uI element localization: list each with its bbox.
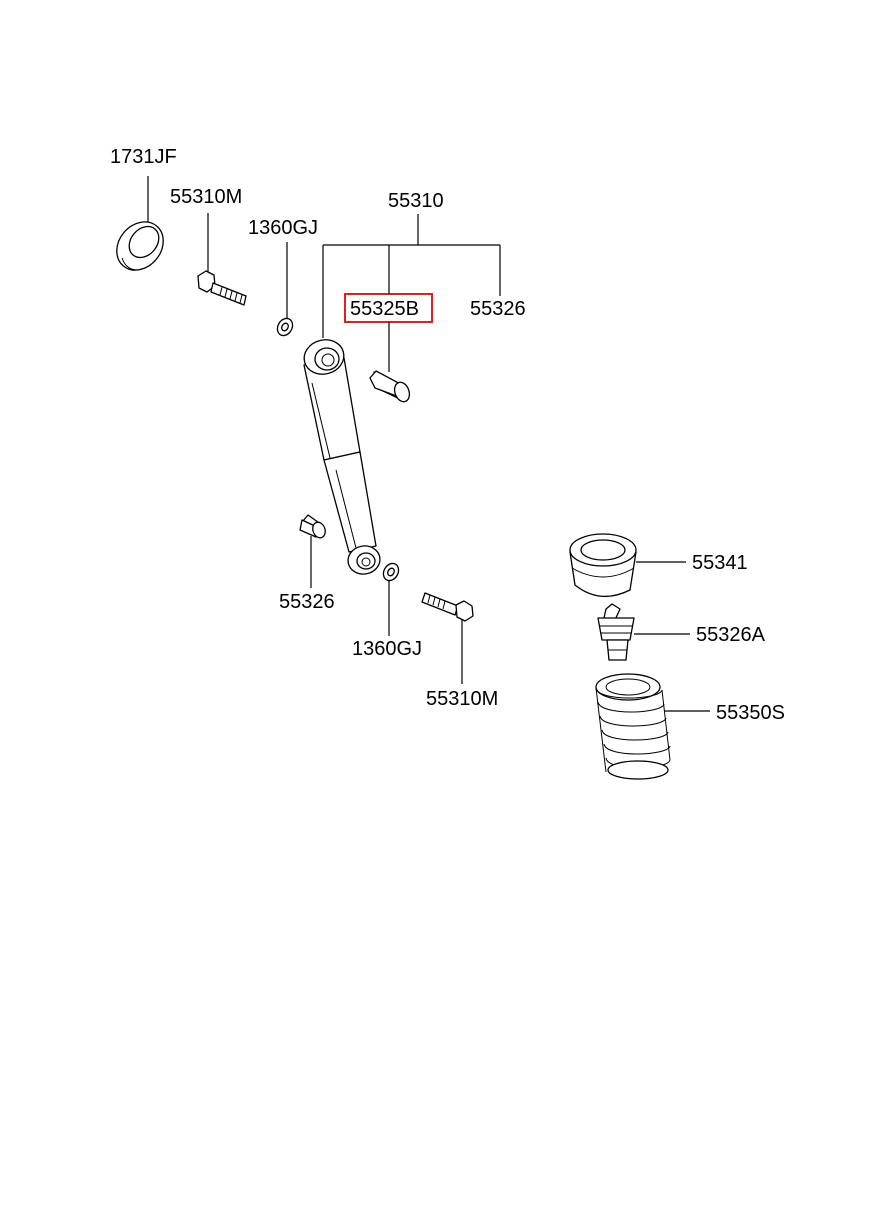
coil-spring-part[interactable] bbox=[595, 673, 671, 780]
leader-lines bbox=[147, 176, 710, 712]
spring-pad-part[interactable] bbox=[569, 533, 637, 597]
label-55326-lower[interactable]: 55326 bbox=[279, 591, 335, 613]
shock-absorber-part[interactable] bbox=[300, 335, 382, 576]
label-55341[interactable]: 55341 bbox=[692, 552, 748, 574]
label-55325b[interactable]: 55325B bbox=[350, 298, 419, 320]
washer-upper-part[interactable] bbox=[274, 316, 295, 339]
label-55310m-lower[interactable]: 55310M bbox=[426, 688, 498, 710]
bolt-upper-part[interactable] bbox=[197, 270, 247, 306]
bushing-lower-part[interactable] bbox=[299, 514, 327, 540]
bump-stopper-part[interactable] bbox=[597, 603, 635, 661]
label-1731jf[interactable]: 1731JF bbox=[110, 146, 177, 168]
bolt-lower-part[interactable] bbox=[421, 592, 474, 622]
label-1360gj-upper[interactable]: 1360GJ bbox=[248, 217, 318, 239]
label-1360gj-lower[interactable]: 1360GJ bbox=[352, 638, 422, 660]
label-55310[interactable]: 55310 bbox=[388, 190, 444, 212]
label-55310m-upper[interactable]: 55310M bbox=[170, 186, 242, 208]
label-55326a[interactable]: 55326A bbox=[696, 624, 766, 646]
label-55326-right[interactable]: 55326 bbox=[470, 298, 526, 320]
bushing-upper-part[interactable] bbox=[369, 370, 412, 404]
label-55350s[interactable]: 55350S bbox=[716, 702, 785, 724]
washer-lower-part[interactable] bbox=[380, 561, 401, 584]
ring-1731jf-part[interactable] bbox=[107, 213, 173, 280]
